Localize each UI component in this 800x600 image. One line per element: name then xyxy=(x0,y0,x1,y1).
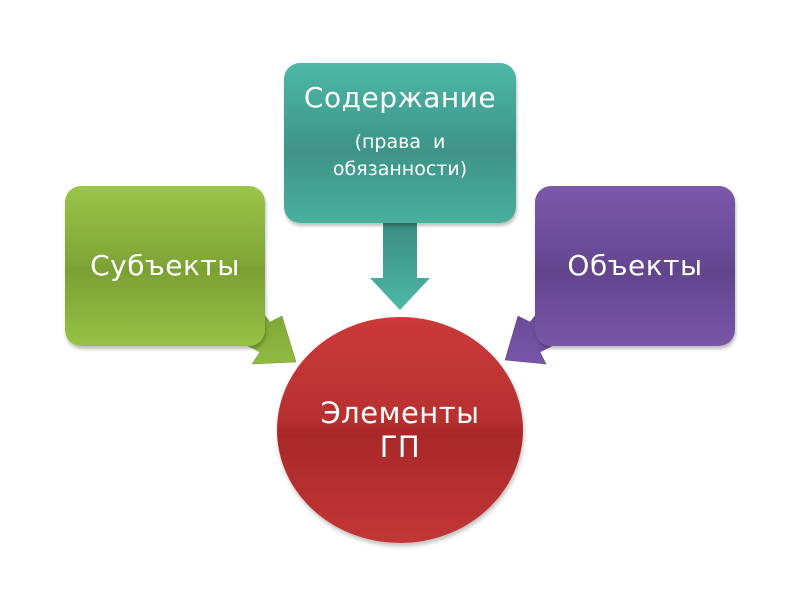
objects-title: Объекты xyxy=(567,249,703,282)
content-subtitle: (права и обязанности) xyxy=(333,129,467,183)
content-title: Содержание xyxy=(303,81,497,114)
content-subtitle-line2: обязанности) xyxy=(332,158,468,180)
elements-circle: Элементы ГП xyxy=(277,317,523,543)
subjects-title: Субъекты xyxy=(90,249,240,282)
arrow-down-icon xyxy=(370,223,430,310)
content-subtitle-line1: (права и xyxy=(354,131,446,153)
content-box: Содержание (права и обязанности) xyxy=(284,63,516,223)
elements-title-line1: Элементы xyxy=(320,396,480,430)
objects-box: Объекты xyxy=(535,186,735,346)
elements-title-line2: ГП xyxy=(379,430,421,464)
subjects-box: Субъекты xyxy=(65,186,265,346)
